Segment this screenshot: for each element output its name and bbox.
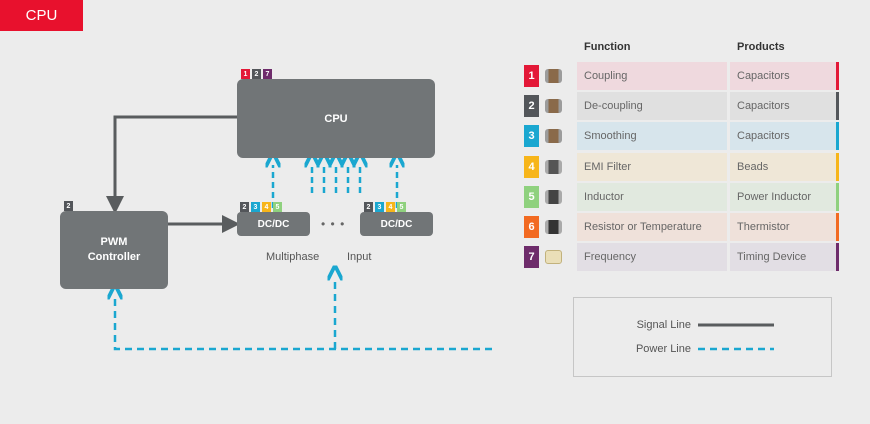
function-cell: EMI Filter [577, 152, 727, 181]
row-color-bar [836, 62, 839, 90]
legend-swatches [698, 323, 774, 351]
badge-dc-left-4: 4 [262, 202, 271, 212]
badge-dc-right-2: 2 [364, 202, 373, 212]
signal-line-label: Signal Line [636, 319, 691, 331]
row-number-badge: 1 [524, 65, 539, 87]
product-cell: Capacitors [730, 92, 838, 121]
row-number-badge: 6 [524, 216, 539, 238]
bead-icon [545, 159, 562, 174]
signal-line-cpu-to-pwm [106, 115, 237, 214]
capacitor-icon [545, 69, 562, 83]
row-color-bar [836, 92, 839, 121]
capacitor-icon [545, 129, 562, 144]
badge-dc-right-4: 4 [386, 202, 395, 212]
product-cell: Timing Device [730, 243, 838, 272]
badge-pwm-2: 2 [64, 201, 73, 211]
badge-dc-right-3: 3 [375, 202, 384, 212]
input-caption: Input [347, 251, 372, 263]
dcdc-right-block: DC/DC [360, 212, 433, 236]
badge-cpu-1: 1 [241, 69, 250, 79]
function-cell: De-coupling [577, 92, 727, 121]
row-number-badge: 3 [524, 125, 539, 148]
row-color-bar [836, 152, 839, 181]
pwm-controller-block: PWM Controller [60, 211, 168, 289]
row-number-badge: 4 [524, 155, 539, 178]
row-color-bar [836, 182, 839, 211]
power-line-label: Power Line [635, 343, 691, 355]
product-cell: Power Inductor [730, 182, 838, 211]
badge-dc-left-5: 5 [273, 202, 282, 212]
function-cell: Frequency [577, 243, 727, 272]
products-header: Products [737, 41, 785, 53]
dcdc-left-block: DC/DC [237, 212, 310, 236]
inductor-icon [545, 189, 562, 204]
row-color-bar [836, 122, 839, 151]
row-color-bar [836, 243, 839, 272]
badge-cpu-7: 7 [263, 69, 272, 79]
row-color-bar [836, 213, 839, 241]
row-number-badge: 7 [524, 246, 539, 269]
product-cell: Capacitors [730, 122, 838, 151]
badge-dc-right-5: 5 [397, 202, 406, 212]
badge-cpu-2: 2 [252, 69, 261, 79]
capacitor-icon [545, 99, 562, 114]
function-cell: Resistor or Temperature [577, 213, 727, 241]
function-cell: Coupling [577, 62, 727, 90]
power-line-main [115, 297, 492, 351]
product-cell: Capacitors [730, 62, 838, 90]
thermistor-icon [545, 220, 562, 234]
row-number-badge: 5 [524, 185, 539, 208]
function-header: Function [584, 41, 631, 53]
product-cell: Beads [730, 152, 838, 181]
dcdc-left-label: DC/DC [257, 218, 290, 230]
function-cell: Inductor [577, 182, 727, 211]
row-number-badge: 2 [524, 95, 539, 118]
header-tag: CPU [0, 0, 83, 31]
dcdc-right-label: DC/DC [380, 218, 413, 230]
multiphase-caption: Multiphase [266, 251, 320, 263]
crystal-icon [545, 250, 562, 265]
badge-dc-left-3: 3 [251, 202, 260, 212]
badge-dc-left-2: 2 [240, 202, 249, 212]
cpu-label: CPU [324, 112, 348, 125]
ellipsis: • • • [321, 217, 346, 231]
function-cell: Smoothing [577, 122, 727, 151]
cpu-block: CPU [237, 79, 435, 158]
pwm-label: PWM Controller [87, 236, 141, 263]
legend-box: Signal Line Power Line [573, 297, 832, 377]
product-cell: Thermistor [730, 213, 838, 241]
